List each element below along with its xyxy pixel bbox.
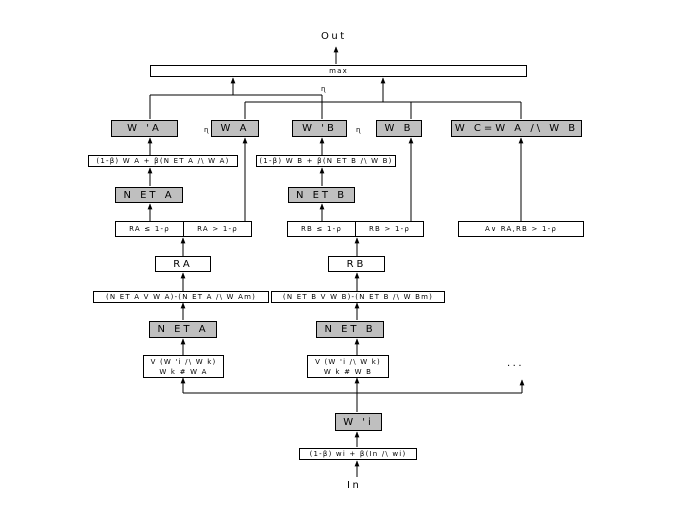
net-a-top-node: N ET A [115,187,183,203]
join-a-line1: V (W 'i /\ W k) [150,357,217,366]
eta-a-label: ɳ [204,126,209,134]
join-a-line2: W k # W A [159,367,208,376]
input-update-node: (1-β) wi + β(In /\ wi) [299,448,417,460]
net-a-bottom-node: N ET A [149,321,217,338]
max-node: max [150,65,527,77]
condition-b-node: RB ≤ 1-ρ RB > 1-ρ [287,221,424,237]
update-b-node: (1-β) W B + β(N ET B /\ W B) [256,155,396,167]
join-b-line2: W k # W B [323,367,373,376]
condition-b-le: RB ≤ 1-ρ [300,225,342,233]
output-label: Out [321,31,347,42]
condition-a-gt: RA > 1-ρ [183,222,251,236]
join-b-node: V (W 'i /\ W k) W k # W B [307,355,389,378]
condition-a-le: RA ≤ 1-ρ [129,225,170,233]
w-b-node: W B [376,120,422,137]
w-prime-b-node: W 'B [292,120,347,137]
net-b-bottom-node: N ET B [316,321,384,338]
join-a-node: V (W 'i /\ W k) W k # W A [143,355,224,378]
join-b-line1: V (W 'i /\ W k) [315,357,381,366]
condition-b-gt: RB > 1-ρ [355,222,423,236]
eta-top-label: ɳ [321,85,326,93]
condition-c-node: A∨ RA,RB > 1-ρ [458,221,584,237]
input-label: In [347,480,362,491]
ra-node: RA [155,256,211,272]
ra-formula-node: (N ET A V W A)-(N ET A /\ W Am) [93,291,269,303]
update-a-node: (1-β) W A + β(N ET A /\ W A) [88,155,238,167]
w-prime-i-node: W 'i [335,413,382,431]
eta-b-label: ɳ [356,126,361,134]
net-b-top-node: N ET B [288,187,355,203]
w-c-node: W C=W A /\ W B [451,120,582,137]
condition-a-node: RA ≤ 1-ρ RA > 1-ρ [115,221,252,237]
rb-node: RB [328,256,385,272]
rb-formula-node: (N ET B V W B)-(N ET B /\ W Bm) [271,291,445,303]
ellipsis-label: ... [507,358,525,369]
w-a-node: W A [211,120,259,137]
w-prime-a-node: W 'A [111,120,178,137]
